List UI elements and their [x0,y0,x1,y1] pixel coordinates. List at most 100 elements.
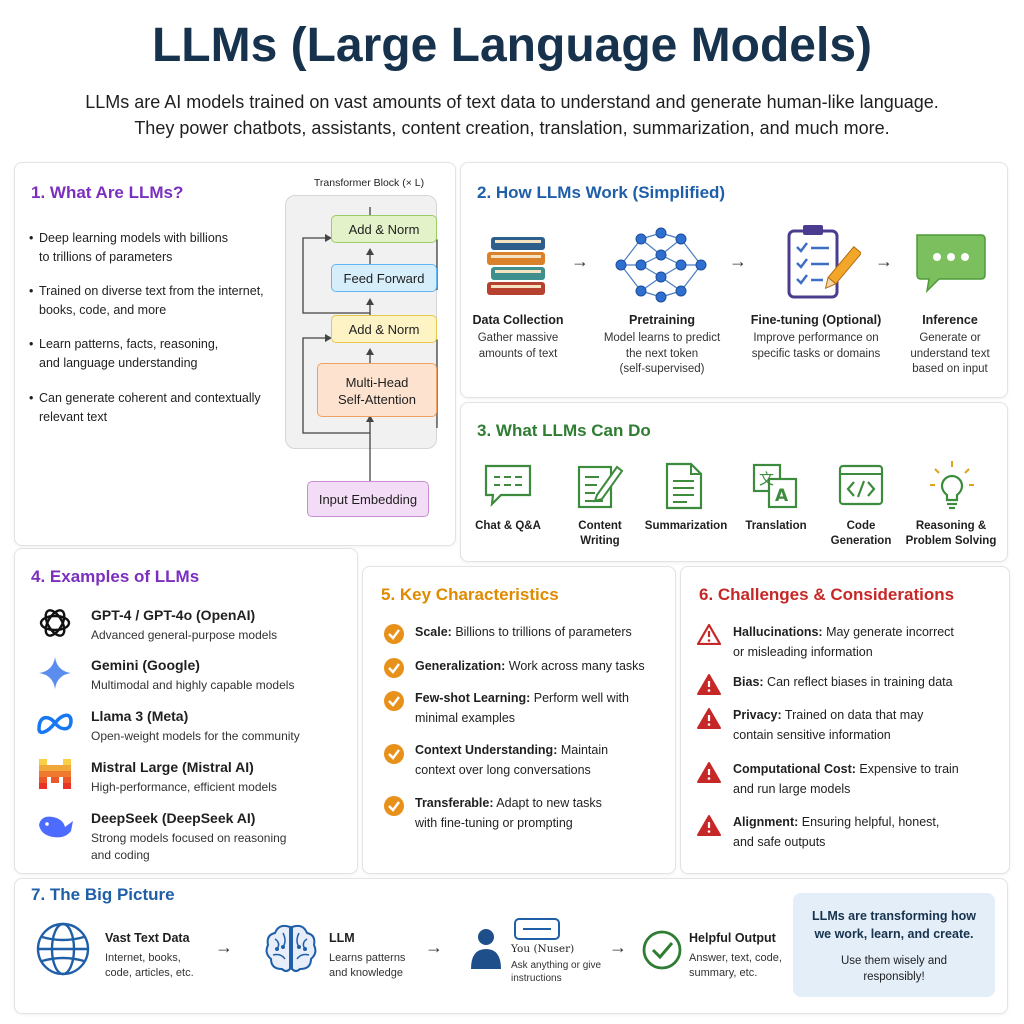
chat-qa-icon [484,464,532,507]
panel-title-how-work: 2. How LLMs Work (Simplified) [477,183,726,202]
chat-bubble-icon [916,234,986,294]
panel-title-big-picture: 7. The Big Picture [31,885,175,904]
stage-label-inference: Inference [922,313,978,327]
challenge-bias: Bias: Can reflect biases in training dat… [733,675,953,689]
cap-summarization: Summarization [644,520,728,532]
page-subtitle-line1: LLMs are AI models trained on vast amoun… [85,92,939,112]
panel-title-characteristics: 5. Key Characteristics [381,585,559,604]
clipboard-checklist-icon [787,225,861,299]
check-circle-icon [384,796,404,816]
deepseek-whale-icon [39,816,73,838]
bp-step-user-name: You (Nuser) [511,943,575,955]
check-circle-icon [384,658,404,678]
add-norm-top-block: Add & Norm [331,215,437,243]
content-writing-icon [577,465,624,509]
challenge-alignment: Alignment: Ensuring helpful, honest,and … [733,815,940,849]
summarization-icon [665,462,703,510]
warning-triangle-icon [697,815,721,836]
bp-step-llm-name: LLM [329,931,355,945]
check-circle-outline-icon [642,930,682,970]
globe-icon [36,922,90,976]
bp-step-data-desc: Internet, books,code, articles, etc. [105,952,194,979]
bp-arrow-2-icon: → [425,937,443,957]
openai-logo-icon [39,609,71,637]
bullet-3: •Learn patterns, facts, reasoning,and la… [29,337,219,370]
cap-reasoning: Reasoning &Problem Solving [905,520,997,547]
bp-arrow-1-icon: → [215,937,233,957]
model-name-llama: Llama 3 (Meta) [91,708,189,724]
panel-what-llms-can-do: 3. What LLMs Can Do 文 A Chat & Q&A Co [460,402,1008,562]
warning-triangle-icon [697,762,721,783]
brain-icon [265,924,317,972]
meta-logo-icon [37,713,73,735]
feed-forward-block: Feed Forward [331,264,437,292]
stage-label-fine-tuning: Fine-tuning (Optional) [750,313,882,327]
panel-title-challenges: 6. Challenges & Considerations [699,585,955,604]
panel-title-examples: 4. Examples of LLMs [31,567,200,586]
gemini-sparkle-icon [39,657,71,689]
model-name-deepseek: DeepSeek (DeepSeek AI) [91,810,256,826]
arrow-1-icon: → [571,251,589,271]
translation-icon: 文 A [752,463,798,509]
check-circle-icon [384,691,404,711]
warning-triangle-icon [697,674,721,695]
multi-head-attention-block: Multi-Head Self-Attention [317,363,437,417]
panel-challenges: 6. Challenges & Considerations Hallucina… [680,566,1010,874]
panel-title-can-do: 3. What LLMs Can Do [477,421,651,440]
add-norm-mid-block: Add & Norm [331,315,437,343]
model-name-gemini: Gemini (Google) [91,657,200,673]
check-circle-icon [384,624,404,644]
neural-network-icon [615,227,707,303]
bullet-2: •Trained on diverse text from the intern… [29,284,264,317]
svg-text:A: A [775,486,789,506]
panel-key-characteristics: 5. Key Characteristics Scale: Billions t… [362,566,676,874]
model-name-mistral: Mistral Large (Mistral AI) [91,759,254,775]
code-icon [838,464,884,506]
bp-step-output-desc: Answer, text, code,summary, etc. [689,952,782,979]
person-icon [471,929,501,969]
model-name-gpt4: GPT-4 / GPT-4o (OpenAI) [91,607,256,623]
model-desc-llama: Open-weight models for the community [91,729,300,743]
bp-step-data-name: Vast Text Data [105,931,190,945]
warning-triangle-icon [697,623,721,645]
panel-title-what-are: 1. What Are LLMs? [31,183,184,202]
warning-triangle-icon [697,708,721,729]
input-embedding-block: Input Embedding [307,481,429,517]
model-desc-gemini: Multimodal and highly capable models [91,678,295,692]
books-icon [487,237,545,295]
svg-text:文: 文 [759,470,774,488]
panel-big-picture: 7. The Big Picture Vast Text Data Intern… [14,878,1008,1014]
arrow-2-icon: → [729,251,747,271]
transformer-caption: Transformer Block (× L) [313,177,425,189]
cap-translation: Translation [745,520,807,532]
check-circle-icon [384,744,404,764]
panel-what-are-llms: 1. What Are LLMs? •Deep learning models … [14,162,456,546]
bp-arrow-3-icon: → [609,937,627,957]
lightbulb-icon [930,461,974,510]
cap-chat-qa: Chat & Q&A [475,520,541,532]
mistral-logo-icon [39,759,71,789]
model-desc-mistral: High-performance, efficient models [91,780,277,794]
panel-examples-of-llms: 4. Examples of LLMs GPT-4 / GPT-4o (Open… [14,548,358,874]
big-picture-callout: LLMs are transforming how we work, learn… [793,893,995,997]
panel-how-llms-work: 2. How LLMs Work (Simplified) → → [460,162,1008,398]
model-desc-gpt4: Advanced general-purpose models [91,628,278,642]
characteristic-scale: Scale: Billions to trillions of paramete… [415,625,632,639]
stage-label-pretraining: Pretraining [629,313,695,327]
